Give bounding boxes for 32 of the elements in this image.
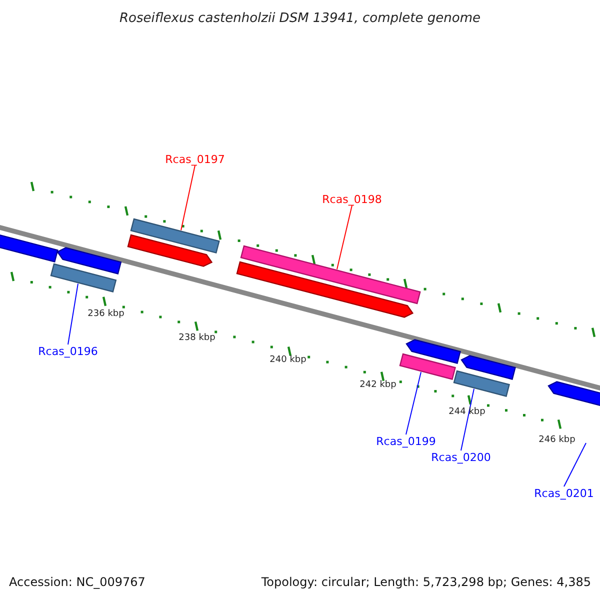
gene-bar [236, 261, 414, 318]
leader-line [564, 442, 586, 487]
gene-bar [460, 355, 516, 380]
gene-bar [56, 247, 122, 274]
scale-label: 244 kbp [448, 408, 486, 416]
scale-label: 246 kbp [538, 436, 576, 444]
accession-text: Accession: NC_009767 [9, 576, 146, 588]
gene-label: Rcas_0200 [431, 452, 491, 462]
gene-bar [406, 339, 461, 364]
scale-label: 242 kbp [360, 380, 396, 390]
scale-label: 240 kbp [270, 356, 306, 364]
gene-bar [127, 234, 213, 267]
genome-info-text: Topology: circular; Length: 5,723,298 bp; Genes: 4,385 [261, 576, 591, 588]
leader-line [68, 283, 78, 345]
leader-line [406, 372, 422, 435]
leader-line [460, 388, 474, 451]
gene-bar [240, 245, 421, 304]
gene-label: Rcas_0201 [534, 488, 594, 498]
gene-label: Rcas_0198 [322, 194, 382, 204]
gene-bar [453, 370, 510, 397]
gene-bar [399, 353, 456, 380]
gene-bar [548, 381, 600, 408]
gene-label: Rcas_0196 [38, 346, 98, 356]
leader-line [180, 165, 196, 231]
gene-label: Rcas_0197 [165, 154, 225, 164]
scale-label: 238 kbp [178, 334, 216, 342]
gene-label: Rcas_0199 [376, 436, 436, 446]
scale-label: 236 kbp [88, 310, 124, 318]
gene-bar [50, 263, 117, 292]
leader-line [336, 205, 352, 270]
gene-bar [130, 218, 220, 254]
title: Roseiflexus castenholzii DSM 13941, complete genome [120, 12, 480, 24]
